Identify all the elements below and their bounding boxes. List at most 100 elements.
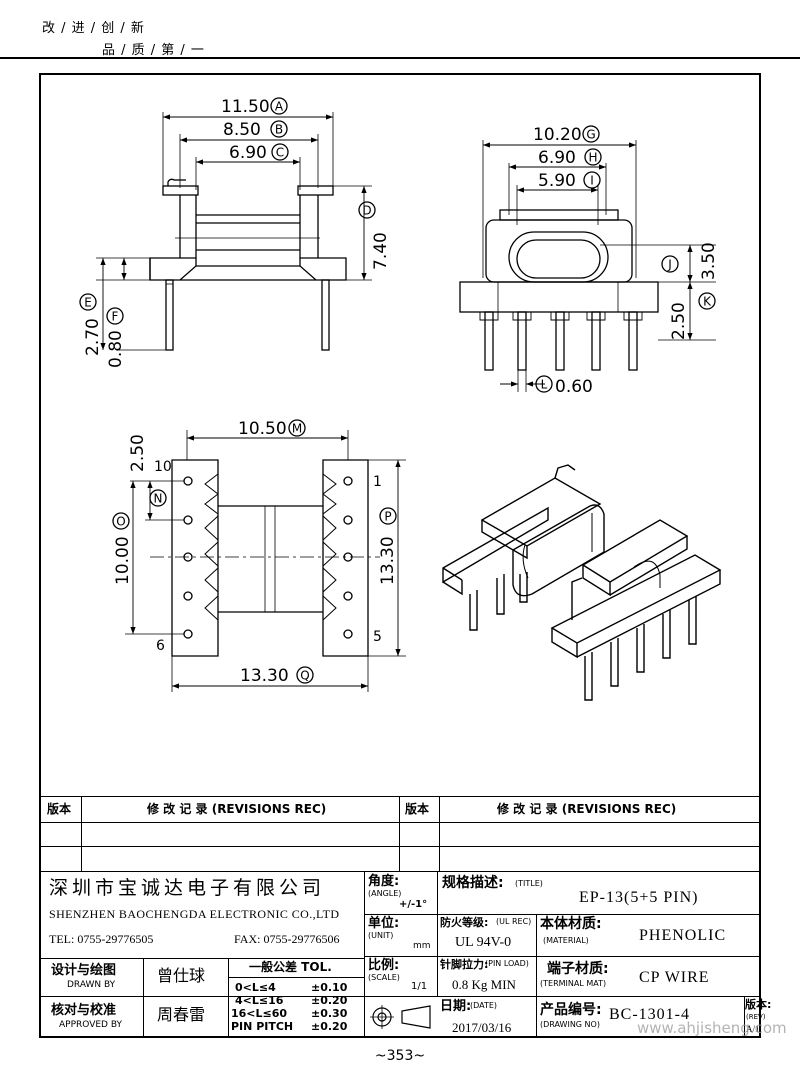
svg-text:F: F: [112, 310, 119, 324]
svg-text:A: A: [275, 100, 284, 114]
company-name-cn: 深圳市宝诚达电子有限公司: [49, 878, 326, 899]
svg-text:J: J: [667, 258, 672, 272]
angle-label: 角度:: [368, 874, 400, 889]
terminal-value: CP WIRE: [639, 969, 710, 986]
pin-6-label: 6: [156, 638, 165, 654]
rev-header-right: 版本: [405, 802, 430, 816]
dim-K: 2.50: [669, 302, 689, 340]
material-value: PHENOLIC: [639, 927, 727, 944]
date-value: 2017/03/16: [452, 1020, 512, 1035]
title-en: (TITLE): [515, 879, 543, 888]
svg-text:Q: Q: [300, 669, 309, 683]
dim-M: 10.50: [238, 419, 287, 439]
material-label: 本体材质:: [540, 916, 602, 932]
scale-value: 1/1: [411, 981, 428, 992]
svg-text:C: C: [276, 146, 284, 160]
marker-C: [271, 143, 289, 161]
tol-range-1: 4<L≤16: [235, 994, 284, 1007]
scale-en: (SCALE): [368, 973, 400, 982]
rev-en: (REV): [746, 1013, 766, 1021]
marker-B: [270, 120, 288, 138]
marker-N: [149, 489, 167, 507]
svg-text:I: I: [590, 174, 594, 188]
drawing-no-value: BC-1301-4: [609, 1006, 690, 1023]
isometric-view: [442, 464, 722, 701]
dim-P: 13.30: [378, 536, 398, 585]
marker-G: [582, 125, 600, 143]
tol-val-2: ±0.30: [311, 1007, 348, 1020]
tol-range-2: 16<L≤60: [231, 1007, 288, 1020]
tol-val-3: ±0.20: [311, 1020, 348, 1033]
dim-A: 11.50: [221, 97, 270, 117]
watermark: www.ahjisheng.com: [637, 1019, 787, 1037]
bottom-view: [125, 430, 406, 692]
marker-A: [270, 97, 288, 115]
marker-F: [106, 307, 124, 325]
material-en: (MATERIAL): [543, 936, 589, 945]
angle-en: (ANGLE): [368, 889, 402, 898]
rev-record-left: 修 改 记 录 (REVISIONS REC): [147, 802, 327, 816]
dim-Q: 13.30: [240, 666, 289, 686]
terminal-label: 端子材质:: [547, 961, 609, 977]
svg-text:E: E: [84, 296, 92, 310]
dim-B: 8.50: [223, 120, 261, 140]
dim-E: 2.70: [83, 318, 103, 356]
slogan-line-2: 品 / 质 / 第 / 一: [102, 43, 205, 58]
title-label: 规格描述:: [442, 875, 504, 891]
marker-H: [584, 148, 602, 166]
slogan-line-1: 改 / 进 / 创 / 新: [42, 21, 145, 36]
approved-by-label: 核对与校准: [51, 1003, 117, 1018]
svg-text:N: N: [154, 492, 163, 506]
technical-drawing: 11.50 8.50 6.90 7.40 2.70 0.80 A B C D E…: [79, 97, 722, 701]
company-name-en: SHENZHEN BAOCHENGDA ELECTRONIC CO.,LTD: [49, 907, 340, 921]
tol-range-3: PIN PITCH: [231, 1020, 294, 1033]
svg-text:O: O: [116, 515, 125, 529]
pin-1-label: 1: [373, 474, 382, 490]
title-value: EP-13(5+5 PIN): [579, 889, 699, 906]
dim-H: 6.90: [538, 148, 576, 168]
dim-I: 5.90: [538, 171, 576, 191]
top-rule: [0, 57, 800, 59]
dim-N: 2.50: [128, 434, 148, 472]
marker-P: [379, 507, 397, 525]
dim-F: 0.80: [106, 330, 126, 368]
marker-E: [79, 293, 97, 311]
page-number: ~353~: [374, 1048, 426, 1064]
dim-L: 0.60: [555, 377, 593, 397]
tolerance-title: 一般公差 TOL.: [249, 960, 332, 974]
unit-label: 单位:: [368, 916, 400, 931]
tol-val-1: ±0.20: [311, 994, 348, 1007]
pin-load-en: (PIN LOAD): [485, 959, 529, 968]
svg-text:G: G: [586, 128, 595, 142]
tol-val-0: ±0.10: [311, 981, 348, 994]
front-view: [96, 112, 372, 351]
unit-en: (UNIT): [368, 931, 394, 940]
pin-10-label: 10: [154, 459, 172, 475]
marker-Q: [296, 666, 314, 684]
drawn-by-label: 设计与绘图: [51, 963, 117, 978]
dim-D: 7.40: [371, 232, 391, 270]
svg-text:L: L: [541, 378, 548, 392]
pin-5-label: 5: [373, 629, 382, 645]
drawing-no-label: 产品编号:: [540, 1002, 602, 1018]
fire-rating-value: UL 94V-0: [455, 935, 512, 950]
approved-by-en: APPROVED BY: [59, 1020, 123, 1030]
svg-text:B: B: [275, 123, 283, 137]
approved-by-name: 周春雷: [157, 1005, 206, 1024]
date-label: 日期:: [440, 999, 472, 1014]
svg-text:P: P: [384, 510, 391, 524]
fire-rating-en: (UL REC): [496, 917, 532, 926]
company-tel: TEL: 0755-29776505: [49, 932, 154, 946]
dim-J: 3.50: [699, 242, 719, 280]
rev-value: A/1: [746, 1024, 760, 1034]
marker-J: [661, 255, 679, 273]
marker-O: [112, 512, 130, 530]
svg-text:D: D: [362, 204, 371, 218]
drawn-by-en: DRAWN BY: [67, 980, 116, 990]
drawing-no-en: (DRAWING NO): [540, 1020, 600, 1029]
dim-G: 10.20: [533, 125, 582, 145]
marker-M: [288, 419, 306, 437]
dim-C: 6.90: [229, 143, 267, 163]
side-view: [459, 140, 716, 392]
rev-header-left: 版本: [47, 802, 72, 816]
